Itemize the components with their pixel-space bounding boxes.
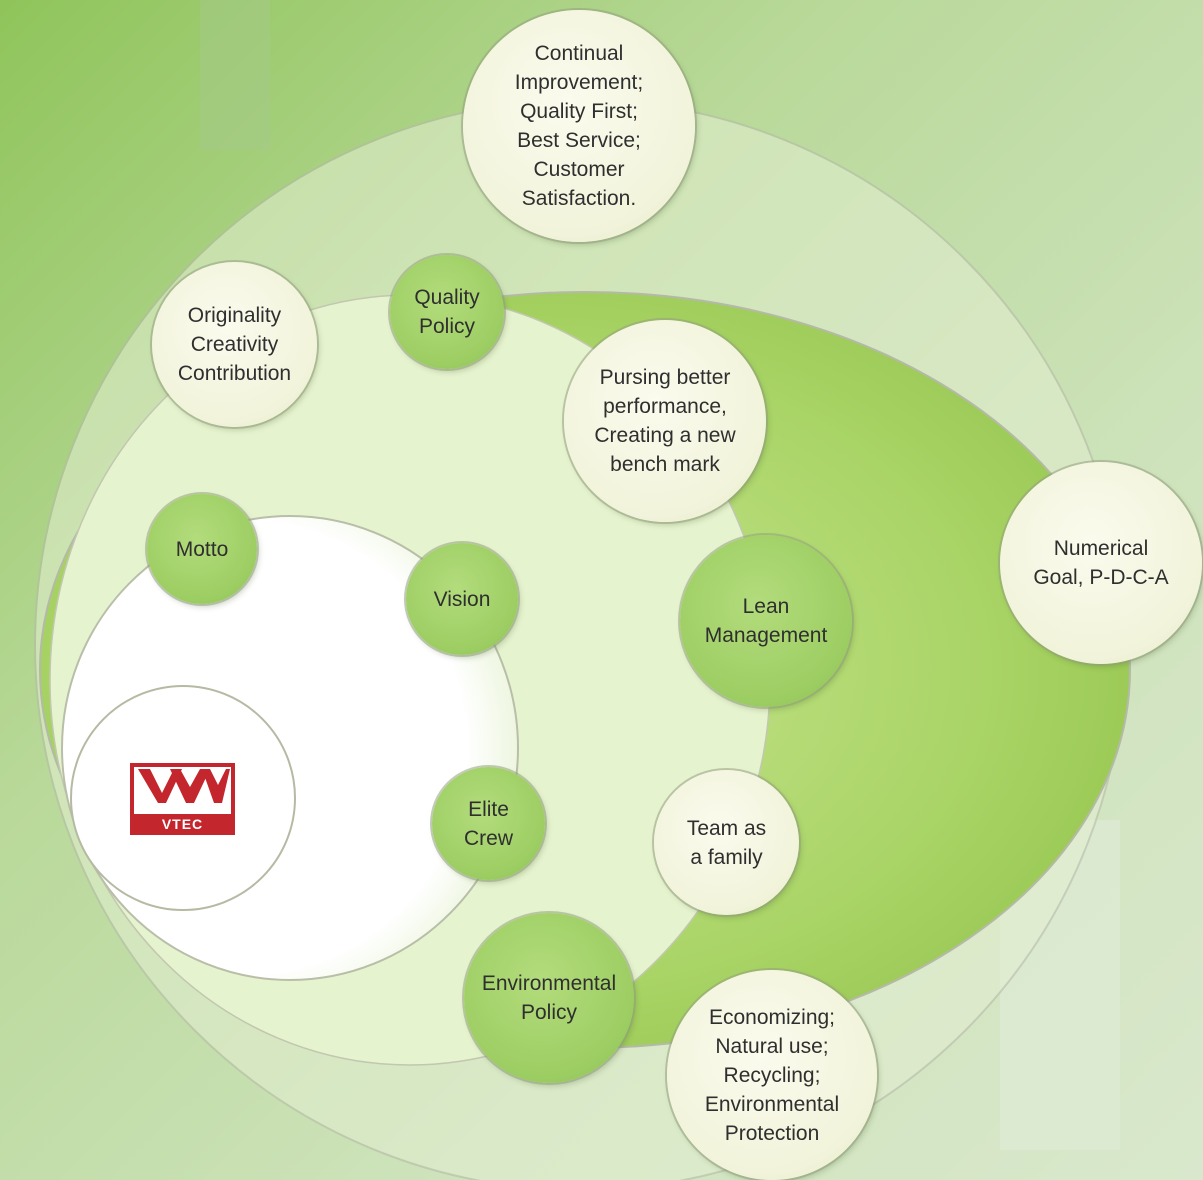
node-lean-management: Lean Management <box>680 535 852 707</box>
node-core-values-label: Continual Improvement; Quality First; Be… <box>514 42 644 210</box>
node-numerical-goal: Numerical Goal, P-D-C-A <box>1000 462 1202 664</box>
node-pursing-label: Pursing better performance, Creating a n… <box>594 366 736 476</box>
node-motto-label: Motto <box>175 537 229 561</box>
node-originality: Originality Creativity Contribution <box>152 262 317 427</box>
node-elite-crew-label: Elite Crew <box>463 797 513 850</box>
node-quality-policy-label: Quality Policy <box>414 286 480 338</box>
node-team-family-label: Team as a family <box>686 816 767 869</box>
vtec-logo: VTEC <box>130 763 235 835</box>
node-economizing-label: Economizing; Natural use; Recycling; Env… <box>704 1005 840 1145</box>
node-team-family: Team as a family <box>654 770 799 915</box>
node-lean-management-label: Lean Management <box>704 595 828 647</box>
node-vision: Vision <box>406 543 518 655</box>
node-motto: Motto <box>147 494 257 604</box>
node-quality-policy: Quality Policy <box>390 255 504 369</box>
node-environmental-policy: Environmental Policy <box>464 913 634 1083</box>
node-core-values: Continual Improvement; Quality First; Be… <box>463 10 695 242</box>
vtec-logo-icon <box>130 763 235 835</box>
node-originality-label: Originality Creativity Contribution <box>177 304 292 385</box>
node-numerical-goal-label: Numerical Goal, P-D-C-A <box>1033 537 1169 589</box>
node-environmental-policy-label: Environmental Policy <box>481 972 617 1024</box>
node-elite-crew: Elite Crew <box>432 767 545 880</box>
background-photo-detail <box>200 0 270 150</box>
logo-text: VTEC <box>161 816 204 832</box>
node-vision-label: Vision <box>433 587 491 611</box>
node-economizing: Economizing; Natural use; Recycling; Env… <box>667 970 877 1180</box>
node-pursing: Pursing better performance, Creating a n… <box>564 320 766 522</box>
